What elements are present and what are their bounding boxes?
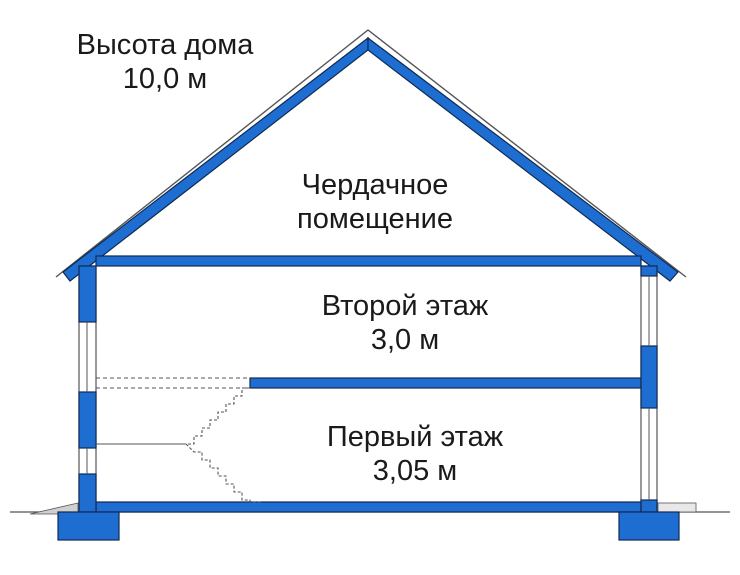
right-wall-mid-block: [640, 345, 658, 409]
left-wall-bottom-block: [78, 473, 97, 513]
roof-rafter-right: [367, 36, 679, 282]
first-floor-slab: [95, 501, 642, 513]
left-foundation: [57, 511, 120, 541]
left-wall-mid-block: [78, 391, 97, 449]
house-height-title: Высота дома: [76, 29, 254, 61]
house-height-label: Высота дома 10,0 м: [40, 28, 290, 96]
first-floor-label: Первый этаж 3,05 м: [280, 420, 550, 488]
porch-step-right: [657, 502, 697, 513]
ground-slope-left: [29, 502, 79, 515]
second-floor-slab: [249, 377, 642, 389]
staircase: [184, 387, 262, 503]
right-wall-bottom-block: [640, 499, 658, 513]
second-floor-label: Второй этаж 3,0 м: [270, 289, 540, 357]
attic-floor-slab: [95, 255, 642, 267]
right-wall-top-block: [640, 265, 658, 277]
right-foundation: [618, 511, 680, 541]
house-height-value: 10,0 м: [122, 63, 208, 95]
first-floor-height: 3,05 м: [372, 455, 458, 487]
roof-outer-line: [55, 29, 687, 278]
second-floor-name: Второй этаж: [321, 290, 489, 322]
first-floor-name: Первый этаж: [326, 421, 504, 453]
attic-label: Чердачное помещение: [255, 168, 495, 236]
left-wall-top-block: [78, 265, 97, 323]
second-floor-height: 3,0 м: [370, 324, 440, 356]
attic-label-line2: помещение: [297, 203, 453, 235]
attic-label-line1: Чердачное: [301, 169, 449, 201]
